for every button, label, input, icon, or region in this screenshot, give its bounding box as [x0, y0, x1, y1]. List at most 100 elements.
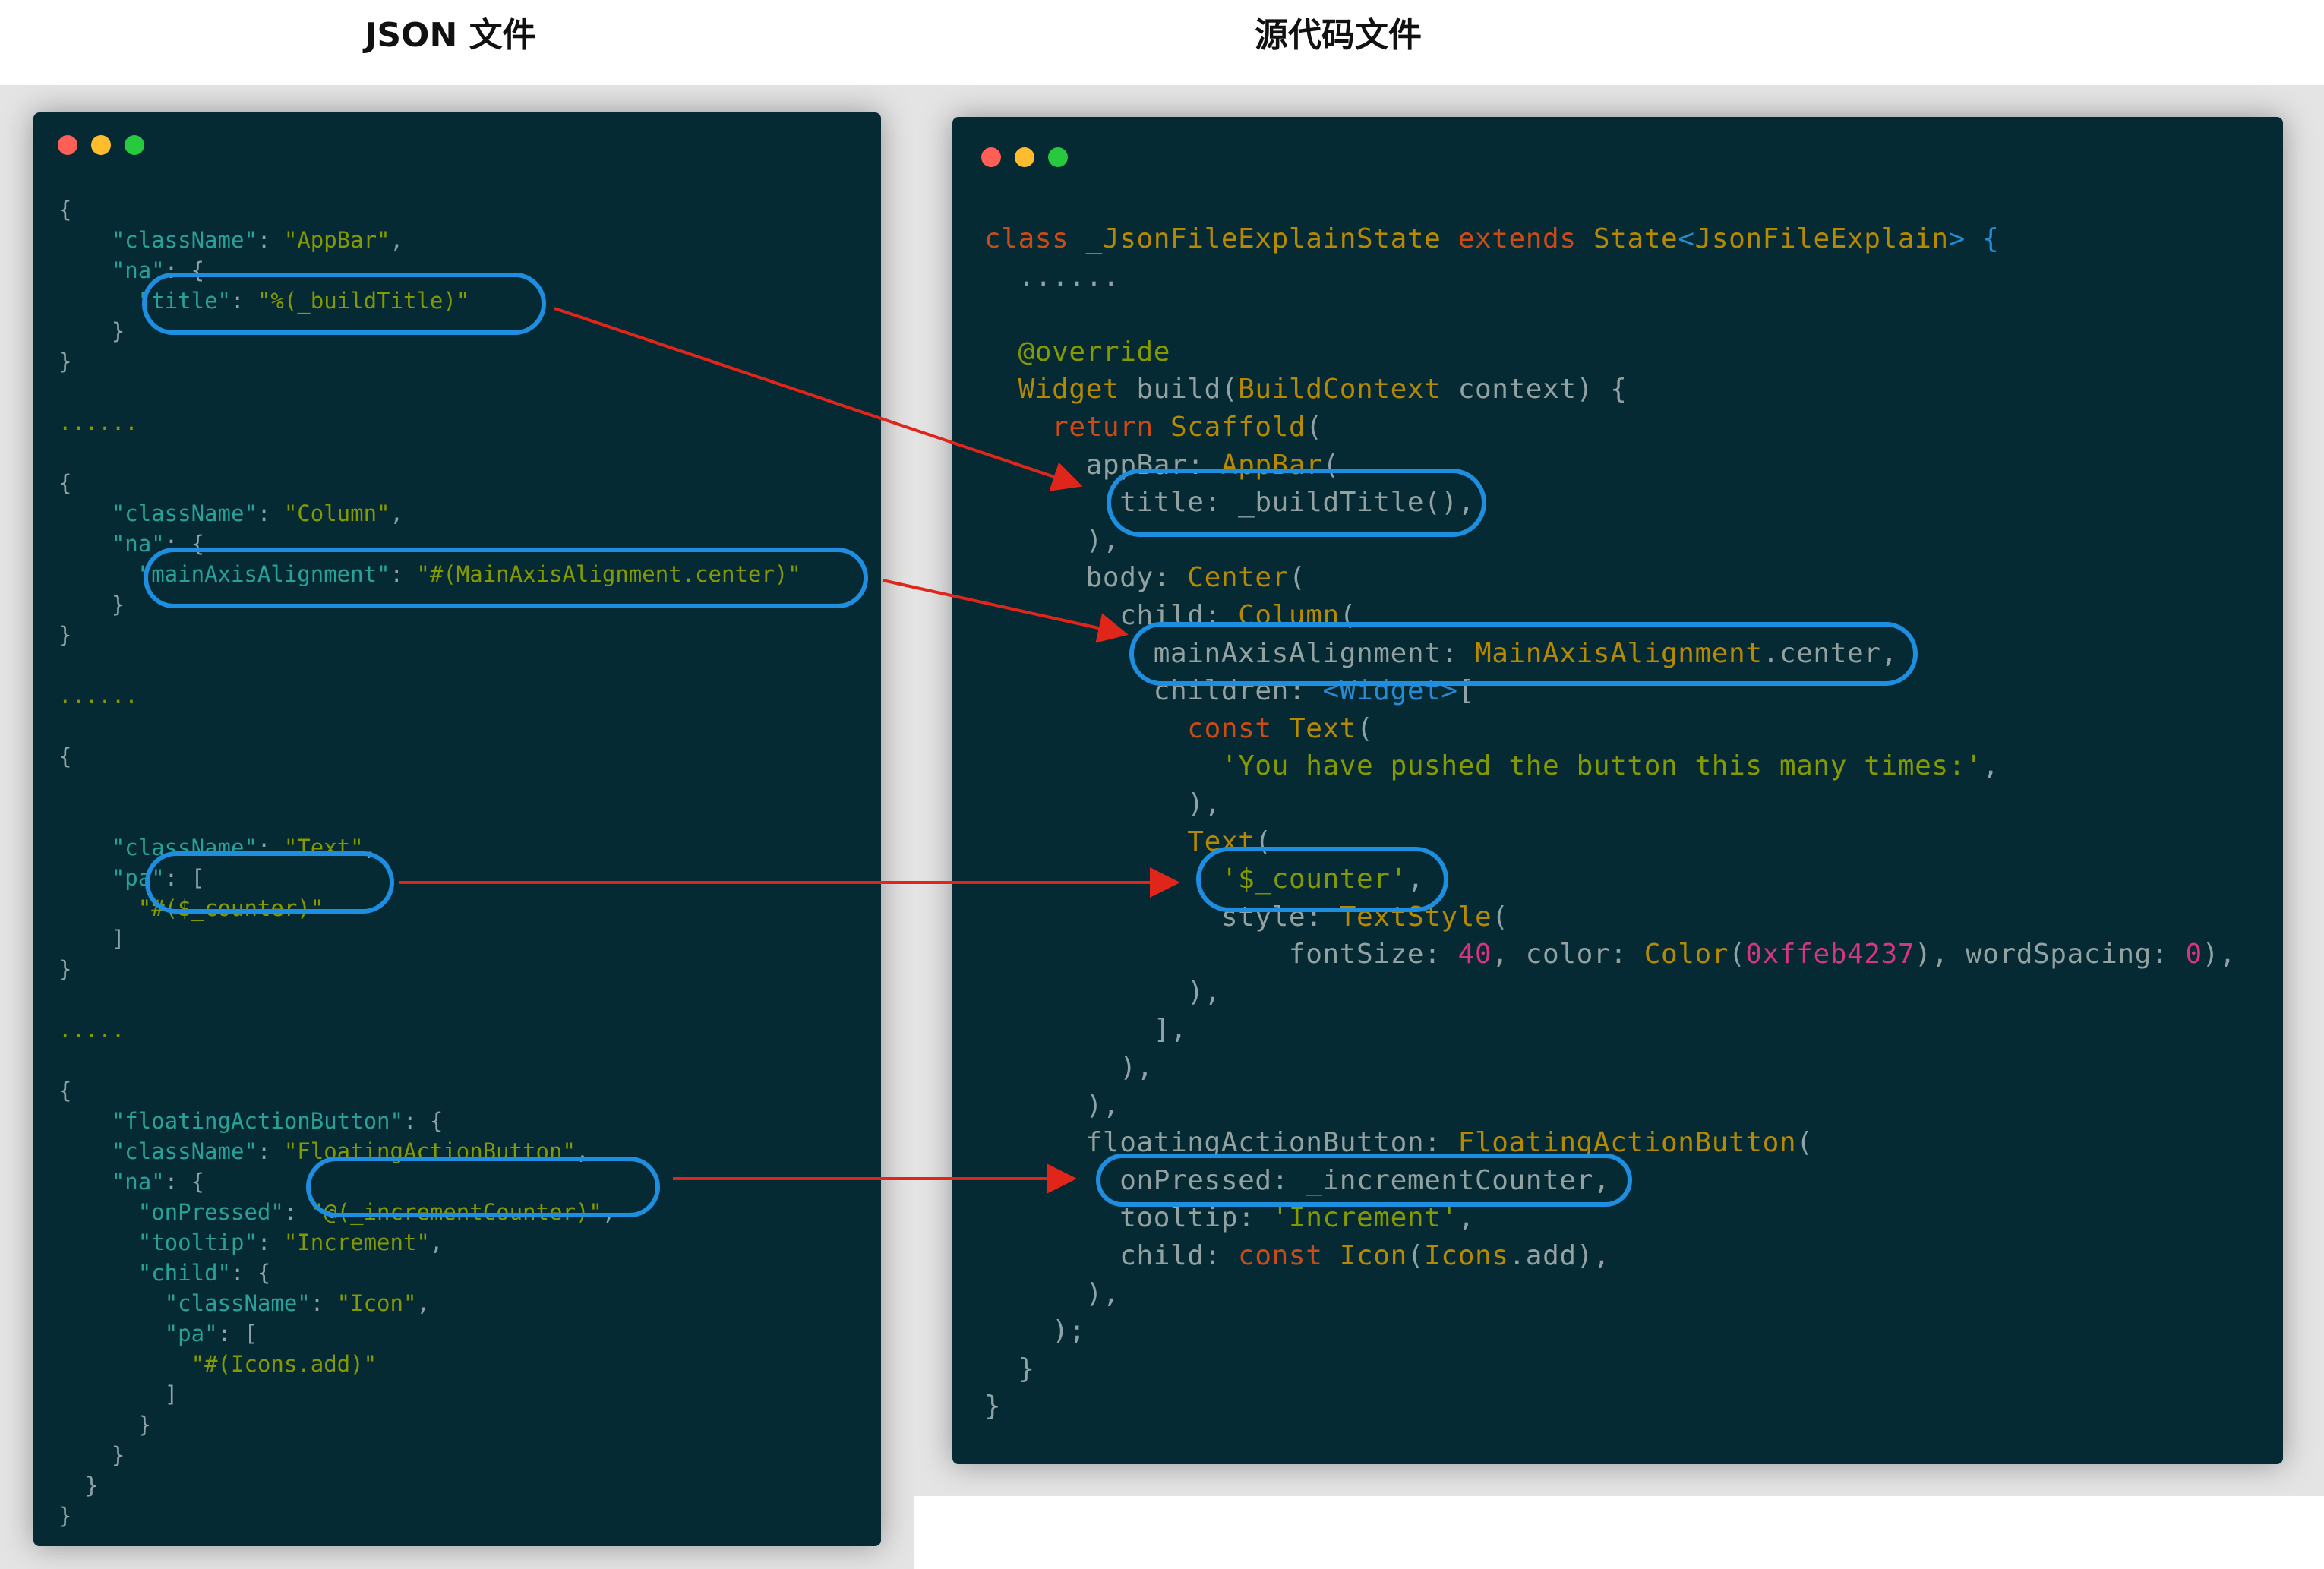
- code-token: [58, 865, 112, 891]
- code-token: );: [984, 1315, 1086, 1347]
- json-code-line: {: [58, 1075, 801, 1106]
- code-token: :: [283, 1199, 311, 1225]
- json-code-line: }: [58, 346, 801, 377]
- json-code-line: "pa": [: [58, 1318, 801, 1349]
- code-token: "na": [111, 1169, 165, 1195]
- dart-code-line: '$_counter',: [984, 860, 2236, 898]
- source-file-heading: 源代码文件: [1255, 16, 1422, 55]
- code-token: title: _buildTitle(),: [984, 487, 1475, 519]
- code-token: }: [58, 349, 72, 374]
- code-token: :: [257, 1230, 284, 1255]
- code-token: "pa": [164, 1321, 218, 1346]
- json-code-line: [58, 1045, 801, 1075]
- code-token: "className": [111, 227, 257, 253]
- code-token: [984, 750, 1221, 781]
- dart-code-line: ),: [984, 522, 2236, 560]
- minimize-dot-icon[interactable]: [1015, 147, 1034, 167]
- code-token: }: [984, 1391, 1002, 1422]
- code-token: [58, 1260, 138, 1286]
- code-token: :: [230, 288, 257, 314]
- code-token: [58, 1290, 165, 1316]
- code-token: }: [984, 1353, 1035, 1384]
- code-token: ,: [1407, 863, 1425, 895]
- json-code-line: }: [58, 620, 801, 650]
- code-token: body:: [984, 562, 1188, 594]
- code-token: ......: [984, 260, 1120, 292]
- minimize-dot-icon[interactable]: [91, 135, 111, 155]
- dart-code-line: onPressed: _incrementCounter,: [984, 1162, 2236, 1200]
- code-token: [58, 1230, 138, 1255]
- json-code-line: ]: [58, 923, 801, 954]
- code-token: "Increment": [283, 1230, 430, 1255]
- window-controls: [981, 147, 1068, 167]
- code-token: [58, 835, 112, 860]
- json-code-line: "className": "FloatingActionButton",: [58, 1136, 801, 1166]
- code-token: ,: [575, 1138, 589, 1164]
- code-token: (: [1407, 1240, 1425, 1272]
- close-dot-icon[interactable]: [58, 135, 77, 155]
- code-token: Scaffold: [1170, 411, 1306, 443]
- code-token: "pa": [111, 865, 165, 891]
- json-code-window: { "className": "AppBar", "na": { "title"…: [33, 112, 881, 1546]
- code-token: "className": [164, 1290, 311, 1316]
- code-token: "floatingActionButton": [111, 1108, 403, 1134]
- json-code-line: "na": {: [58, 1166, 801, 1197]
- code-token: [58, 288, 138, 314]
- code-token: appBar:: [984, 449, 1221, 481]
- code-token: build(: [1136, 374, 1239, 406]
- code-token: {: [58, 470, 72, 496]
- json-code-line: }: [58, 589, 801, 620]
- code-token: "child": [137, 1260, 231, 1286]
- code-token: : [: [164, 865, 205, 891]
- dart-code-line: return Scaffold(: [984, 409, 2236, 447]
- code-token: class: [984, 223, 1086, 254]
- maximize-dot-icon[interactable]: [125, 135, 144, 155]
- code-token: [58, 1138, 112, 1164]
- code-token: const: [1238, 1240, 1340, 1272]
- dart-code-line: ),: [984, 1275, 2236, 1313]
- dart-code-line: style: TextStyle(: [984, 898, 2236, 936]
- code-token: '$_counter': [1220, 863, 1407, 895]
- code-token: [984, 826, 1187, 857]
- dart-code-line: tooltip: 'Increment',: [984, 1199, 2236, 1237]
- code-token: }: [58, 1503, 72, 1529]
- json-code-line: ......: [58, 407, 801, 437]
- close-dot-icon[interactable]: [981, 147, 1001, 167]
- json-code-line: [58, 772, 801, 802]
- json-code-line: [58, 802, 801, 832]
- code-token: : {: [230, 1260, 271, 1286]
- code-token: (: [1729, 939, 1746, 971]
- code-token: <Widget>: [1322, 675, 1458, 707]
- dart-code-line: }: [984, 1387, 2236, 1425]
- code-token: child:: [984, 599, 1239, 631]
- code-token: "onPressed": [137, 1199, 284, 1225]
- code-token: "na": [111, 531, 165, 557]
- code-token: "Column": [283, 500, 390, 526]
- code-token: "#(MainAxisAlignment.center)": [416, 561, 801, 587]
- code-token: Icon: [1339, 1240, 1407, 1272]
- code-token: ,: [363, 835, 377, 860]
- code-token: : {: [164, 257, 205, 283]
- code-token: 0: [2185, 939, 2202, 971]
- code-token: {: [58, 197, 72, 223]
- code-token: [58, 1169, 112, 1195]
- code-token: AppBar: [1220, 449, 1323, 481]
- dart-code-line: title: _buildTitle(),: [984, 484, 2236, 522]
- code-token: return: [1052, 411, 1171, 443]
- dart-code-line: [984, 295, 2236, 333]
- code-token: :: [257, 1138, 284, 1164]
- dart-code-line: body: Center(: [984, 559, 2236, 597]
- code-token: ),: [984, 1277, 1120, 1309]
- code-token: "Text": [283, 835, 364, 860]
- json-code-line: .....: [58, 1015, 801, 1045]
- code-token: style:: [984, 901, 1340, 933]
- dart-code-line: ],: [984, 1011, 2236, 1049]
- code-token: [58, 895, 138, 921]
- code-token: (: [1492, 901, 1509, 933]
- json-code-line: [58, 711, 801, 741]
- code-token: :: [257, 500, 284, 526]
- json-code-block: { "className": "AppBar", "na": { "title"…: [58, 194, 801, 1531]
- code-token: Widget: [1018, 374, 1137, 406]
- code-token: }: [58, 1442, 125, 1468]
- maximize-dot-icon[interactable]: [1048, 147, 1068, 167]
